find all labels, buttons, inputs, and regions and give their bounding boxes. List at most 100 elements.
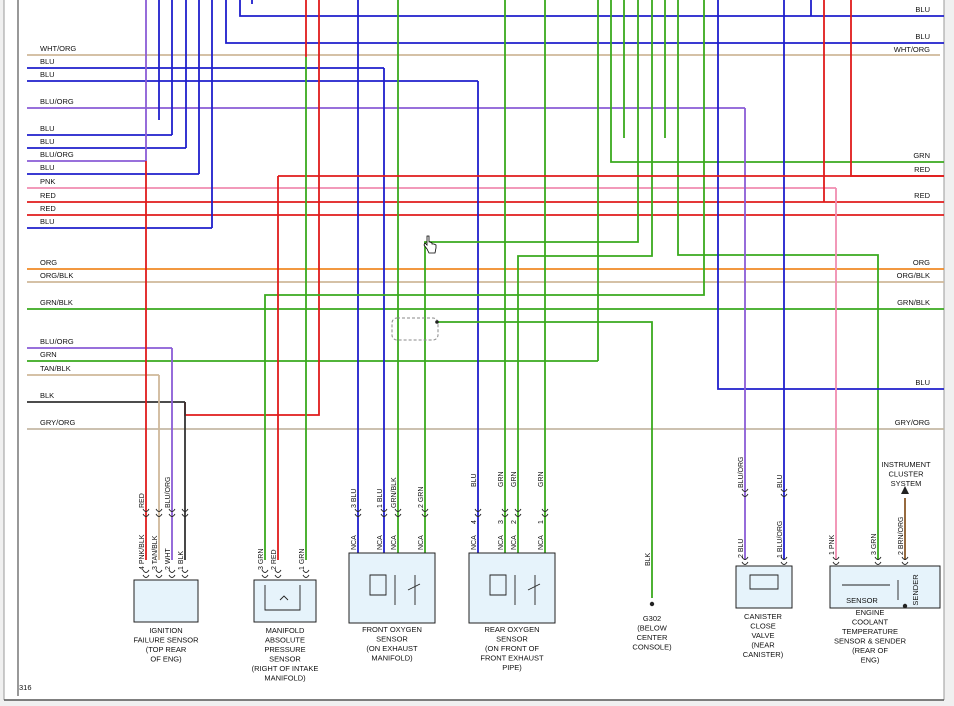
wire-label-left-1: WHT/ORG — [40, 44, 76, 53]
canister-valve-label-line-4: (NEAR — [751, 641, 775, 650]
canister-valve-label-line-3: VALVE — [751, 631, 774, 640]
ign-pin-label-4: 1 BLK — [178, 551, 185, 570]
ign-top-label-1: RED — [139, 493, 146, 508]
cv-top-label-1: BLU/ORG — [738, 456, 745, 488]
wire-v-21 — [424, 0, 639, 560]
wire-label-left-20: GRY/ORG — [40, 418, 75, 427]
ground-g302-label-line-4: CONSOLE) — [632, 643, 672, 652]
fo2-top-label-3: GRN/BLK — [391, 477, 398, 508]
map-pin-connector-2 — [274, 569, 282, 578]
ground-wire-label: BLK — [645, 552, 652, 566]
ignition-failure-label-line-2: FAILURE SENSOR — [133, 636, 199, 645]
wire-label-right-7: ORG — [913, 258, 930, 267]
cv-top-connector-2 — [780, 488, 788, 497]
ign-top-connector-1 — [142, 508, 150, 517]
fo2-pin-label-4: NCA — [418, 535, 425, 550]
cv-pin-label-1: 2 BLU — [738, 539, 745, 558]
map-pin-label-2: 2 RED — [271, 549, 278, 570]
map-sensor-label-line-2: ABSOLUTE — [265, 636, 305, 645]
wire-ground-blk — [437, 321, 653, 598]
ignition-failure-label-line-1: IGNITION — [149, 626, 182, 635]
ro2-pin-num-3: 2 — [511, 520, 518, 524]
ign-top-connector-3 — [168, 508, 176, 517]
ign-top-connector-4 — [181, 508, 189, 517]
wire-label-right-6: RED — [914, 191, 930, 200]
map-pin-connector-3 — [302, 569, 310, 578]
ro2-top-label-1: BLU — [471, 473, 478, 487]
instrument-cluster-label-line-3: SYSTEM — [891, 479, 922, 488]
wire-label-right-10: BLU — [915, 378, 930, 387]
wire-label-right-5: RED — [914, 165, 930, 174]
ect-pin-connector-3 — [901, 556, 909, 565]
ect-pin-label-2: 3 GRN — [871, 534, 878, 555]
canister-close-valve-block — [735, 565, 793, 609]
wire-label-left-14: ORG/BLK — [40, 271, 73, 280]
fo2-top-label-4: 2 GRN — [418, 487, 425, 508]
ign-pin-connector-1 — [142, 569, 150, 578]
ign-pin-connector-2 — [155, 569, 163, 578]
ro2-pin-label-2: NCA — [498, 535, 505, 550]
wire-label-left-19: BLK — [40, 391, 54, 400]
map-pin-connector-1 — [261, 569, 269, 578]
ign-pin-label-2: 3 TAN/BLK — [152, 535, 159, 570]
canister-valve-label-line-1: CANISTER — [744, 612, 783, 621]
component-blocks — [133, 317, 941, 624]
fo2-pin-label-2: NCA — [377, 535, 384, 550]
wire-label-left-12: BLU — [40, 217, 55, 226]
ignition-failure-label-line-3: (TOP REAR — [146, 645, 187, 654]
cv-pin-label-2: 1 BLU/ORG — [777, 521, 784, 558]
coolant-sensor-label-line-5: (REAR OF — [852, 646, 888, 655]
rear-o2-label-line-2: SENSOR — [496, 635, 528, 644]
wire-label-left-5: BLU — [40, 124, 55, 133]
wire-label-left-10: RED — [40, 191, 56, 200]
wire-label-left-8: BLU — [40, 163, 55, 172]
instrument-cluster-label-line-2: CLUSTER — [888, 470, 924, 479]
ign-pin-connector-4 — [181, 569, 189, 578]
ro2-top-label-4: GRN — [538, 471, 545, 487]
ro2-top-connector-4 — [541, 508, 549, 517]
coolant-inner-sensor-label: SENSOR — [846, 596, 878, 605]
shield-splice-icon — [391, 317, 439, 341]
wire-label-right-3: WHT/ORG — [894, 45, 930, 54]
fo2-top-connector-3 — [394, 508, 402, 517]
wire-label-right-1: BLU — [915, 5, 930, 14]
ro2-pin-label-4: NCA — [538, 535, 545, 550]
canister-valve-label-line-5: CANISTER) — [743, 650, 784, 659]
arrow-up-icon — [901, 486, 909, 494]
fo2-pin-label-3: NCA — [391, 535, 398, 550]
coolant-sensor-label-line-1: ENGINE — [856, 608, 885, 617]
ect-pin-connector-1 — [832, 556, 840, 565]
ignition-failure-sensor-block — [133, 579, 199, 623]
ign-pin-connector-3 — [168, 569, 176, 578]
ro2-top-connector-2 — [501, 508, 509, 517]
front-o2-label-line-2: SENSOR — [376, 635, 408, 644]
wire-label-left-7: BLU/ORG — [40, 150, 74, 159]
coolant-sensor-label-line-2: COOLANT — [852, 618, 889, 627]
ground-g302-dot — [649, 601, 655, 607]
wire-label-left-3: BLU — [40, 70, 55, 79]
ground-g302-label-line-3: CENTER — [637, 633, 668, 642]
cv-top-connector-1 — [741, 488, 749, 497]
ign-top-label-2: BLU/ORG — [165, 476, 172, 508]
cv-pin-connector-1 — [741, 556, 749, 565]
ro2-top-label-2: GRN — [498, 471, 505, 487]
rear-o2-label-line-4: FRONT EXHAUST — [480, 654, 544, 663]
wire-label-right-4: GRN — [913, 151, 930, 160]
wire-v-26 — [717, 0, 944, 390]
wire-label-left-2: BLU — [40, 57, 55, 66]
wire-v-8 — [239, 0, 944, 17]
ro2-pin-label-3: NCA — [511, 535, 518, 550]
ign-top-connector-2 — [155, 508, 163, 517]
ect-pin-label-1: 1 PNK — [829, 534, 836, 555]
coolant-sensor-label-line-4: SENSOR & SENDER — [834, 637, 907, 646]
wire-label-left-6: BLU — [40, 137, 55, 146]
fo2-top-label-2: 1 BLU — [377, 489, 384, 508]
ect-pin-connector-2 — [874, 556, 882, 565]
page-number: 316 — [19, 683, 32, 692]
wire-label-left-13: ORG — [40, 258, 57, 267]
fo2-top-label-1: 3 BLU — [351, 489, 358, 508]
cv-top-label-2: BLU — [777, 474, 784, 488]
ign-pin-label-3: 2 WHT — [165, 548, 172, 571]
cv-pin-connector-2 — [780, 556, 788, 565]
